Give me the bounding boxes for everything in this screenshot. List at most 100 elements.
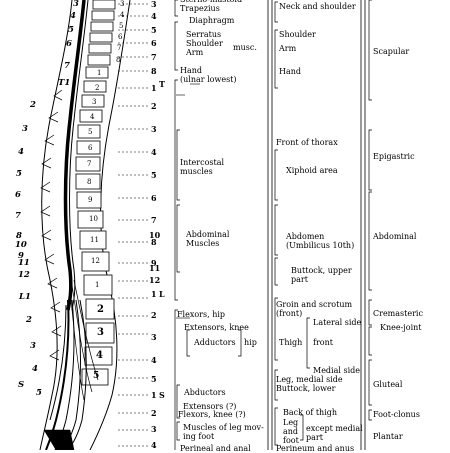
- vertebra-l5: 5: [36, 388, 42, 398]
- reflex-epigastric: Epigastric: [373, 152, 415, 161]
- muscle-hand: Hand (ulnar lowest): [180, 66, 237, 84]
- muscle-flexors-hip: Flexors, hip: [177, 310, 226, 319]
- muscle-abductors: Abductors: [184, 388, 226, 397]
- segment-t9: 9: [151, 258, 157, 268]
- canal-num: 2: [95, 84, 100, 92]
- segment-s1: 1: [151, 390, 157, 400]
- skin-xiphoid: Xiphoid area: [286, 166, 338, 175]
- segment-t2: 2: [151, 101, 157, 111]
- reflex-knee-joint: Knee-joint: [380, 323, 422, 332]
- muscle-flexors-knee: Flexors, knee (?): [178, 410, 246, 419]
- muscle-serratus-shoulder-arm: Serratus Shoulder Arm: [186, 30, 223, 57]
- muscle-musc-label: musc.: [233, 43, 257, 52]
- vertebra-t3: 3: [22, 124, 28, 134]
- reflex-gluteal: Gluteal: [373, 380, 403, 389]
- segment-t3: 3: [151, 124, 157, 134]
- vertebra-t6: 6: [15, 190, 21, 200]
- vertebra-l4: 4: [32, 364, 38, 374]
- canal-num: 10: [89, 215, 98, 223]
- muscle-perineal: Perineal and anal: [180, 444, 251, 453]
- segment-t-letter: T: [159, 79, 165, 89]
- segment-t7: 7: [151, 215, 157, 225]
- muscle-brackets: [174, 0, 242, 450]
- reflex-abdominal: Abdominal: [373, 232, 417, 241]
- segment-c7: 7: [151, 52, 157, 62]
- skin-front: front: [313, 338, 333, 347]
- vertebral-column-outline: [39, 0, 73, 450]
- vertebra-c3: 3: [73, 0, 79, 9]
- segment-t4: 4: [151, 147, 157, 157]
- skin-medial-side: Medial side: [313, 366, 360, 375]
- canal-num: 1: [95, 281, 100, 289]
- vertebra-c5: 5: [68, 25, 74, 35]
- vertebra-sacral: S: [18, 380, 25, 390]
- skin-front-thorax: Front of thorax: [276, 138, 338, 147]
- canal-num: 5: [88, 128, 93, 136]
- reflex-scapular: Scapular: [373, 47, 410, 56]
- canal-num: 4: [96, 350, 103, 361]
- skin-leg-foot: Leg and foot: [283, 418, 299, 445]
- muscle-extensors-q: Extensors (?): [183, 402, 237, 411]
- canal-num: 7: [117, 44, 122, 52]
- segment-t8: 8: [151, 237, 157, 247]
- muscle-sterno-trapezius: Sterno-mastoid Trapezius: [180, 0, 242, 13]
- skin-thigh: Thigh: [279, 338, 303, 347]
- vertebra-t8: 8: [16, 231, 22, 241]
- canal-num: 11: [90, 236, 99, 244]
- skin-neck-shoulder: Neck and shoulder: [279, 2, 356, 11]
- skin-buttock-upper: Buttock, upper part: [291, 266, 352, 284]
- skin-hand: Hand: [279, 67, 302, 76]
- segment-l3: 3: [151, 332, 157, 342]
- canal-num: 1: [97, 69, 102, 77]
- segment-c4: 4: [151, 11, 157, 21]
- canal-num: 5: [119, 22, 124, 30]
- canal-num: 3: [97, 327, 104, 338]
- segment-leader-lines: [118, 3, 148, 447]
- segment-s-letter: S: [159, 390, 165, 400]
- segment-s2: 2: [151, 408, 157, 418]
- canal-num: 6: [88, 144, 93, 152]
- segment-l5: 5: [151, 374, 157, 384]
- skin-lateral-side: Lateral side: [313, 318, 362, 327]
- skin-except-medial: except medial part: [306, 424, 363, 442]
- canal-num: 6: [118, 33, 123, 41]
- vertebra-t4: 4: [18, 147, 24, 157]
- vertebra-l2: 2: [26, 315, 32, 325]
- reflex-foot-clonus: Foot-clonus: [373, 410, 420, 419]
- vertebra-l1: L1: [19, 292, 31, 302]
- muscle-diaphragm: Diaphragm: [189, 16, 235, 25]
- vertebra-t1: T1: [58, 78, 71, 88]
- skin-arm: Arm: [279, 44, 297, 53]
- segment-t5: 5: [151, 170, 157, 180]
- segment-c5: 5: [151, 25, 157, 35]
- segment-c3: 3: [151, 0, 157, 9]
- segment-l-letter: L: [159, 289, 165, 299]
- muscle-extensors-knee: Extensors, knee: [184, 323, 249, 332]
- segment-c6: 6: [151, 38, 157, 48]
- vertebra-c6: 6: [66, 39, 72, 49]
- muscle-leg-foot: Muscles of leg mov- ing foot: [183, 423, 264, 441]
- segment-l4: 4: [151, 355, 157, 365]
- canal-num: 4: [90, 113, 95, 121]
- skin-groin: Groin and scrotum (front): [276, 300, 353, 318]
- canal-num: 4: [120, 11, 125, 19]
- segment-l1: 1: [151, 289, 157, 299]
- segment-t6: 6: [151, 193, 157, 203]
- vertebra-c7: 7: [64, 61, 70, 71]
- segment-t1: 1: [151, 83, 157, 93]
- vertebra-t12: 12: [18, 270, 30, 280]
- segment-t12: 12: [149, 275, 161, 285]
- vertebral-bodies: [75, 0, 116, 386]
- segment-l2: 2: [151, 310, 157, 320]
- vertebra-c4: 4: [70, 11, 76, 21]
- segment-t10: 10: [149, 230, 161, 240]
- skin-leg-medial: Leg, medial side Buttock, lower: [276, 375, 343, 393]
- skin-abdomen: Abdomen (Umbilicus 10th): [286, 232, 355, 250]
- vertebra-t7: 7: [15, 211, 21, 221]
- canal-num: 8: [87, 178, 92, 186]
- vertebra-t2: 2: [30, 100, 36, 110]
- spinal-cord: [43, 0, 99, 450]
- vertebra-t10: 10: [15, 240, 27, 250]
- vertebra-t5: 5: [16, 169, 22, 179]
- vertebra-l3: 3: [30, 341, 36, 351]
